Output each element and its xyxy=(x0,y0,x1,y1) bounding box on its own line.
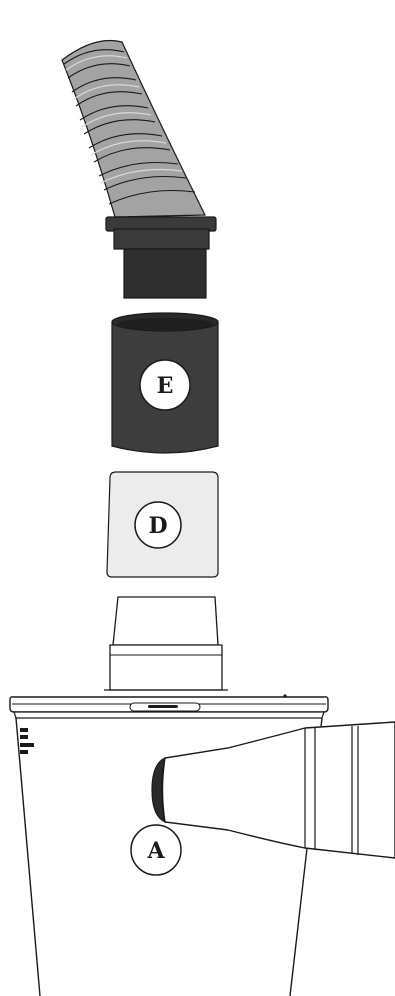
callout-a-label: A xyxy=(146,838,165,864)
filter-e: E xyxy=(112,313,218,453)
bucket-lid xyxy=(10,694,328,718)
bucket-markings xyxy=(20,728,34,754)
callout-d: D xyxy=(135,502,181,548)
hose-connector xyxy=(106,217,216,298)
callout-a: A xyxy=(131,825,181,875)
flexible-hose xyxy=(62,40,205,217)
lid-spout xyxy=(104,597,228,690)
filter-d: D xyxy=(107,472,218,577)
callout-e-label: E xyxy=(157,373,174,399)
vacuum-nozzle xyxy=(152,722,395,858)
callout-d-label: D xyxy=(148,513,167,539)
callout-e: E xyxy=(140,360,190,410)
